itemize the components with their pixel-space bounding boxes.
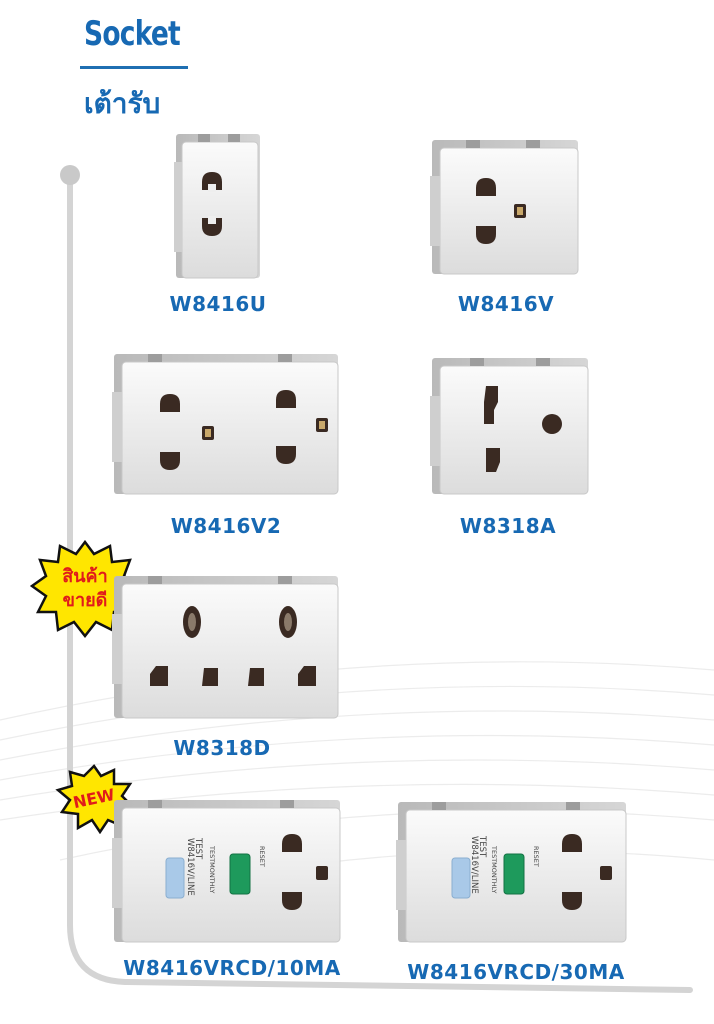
model-label-w8416u: W8416U [169,292,267,316]
model-label-w8416v2: W8416V2 [170,514,282,538]
socket-w8416vrcd-10ma-image: TEST W8416V/LINE TESTMONTHLY RESET [112,800,341,943]
new-badge: NEW [54,764,134,834]
product-w8416vrcd-10ma: TEST W8416V/LINE TESTMONTHLY RESET [112,798,342,944]
product-w8416v [430,136,580,276]
new-burst-shape [55,764,134,834]
socket-w8416u-image [174,134,260,279]
rcd2-freq-text: TESTMONTHLY [490,845,498,893]
bestseller-text-line1: สินค้า [62,566,108,587]
bestseller-text-line2: ขายดี [62,590,108,611]
product-w8416v2 [112,352,340,496]
model-label-w8318d: W8318D [173,736,271,760]
model-label-w8416v: W8416V [457,292,555,316]
socket-w8416v-image [430,140,579,275]
rcd2-line-text: W8416V/LINE [469,836,479,894]
bestseller-burst-shape [30,540,140,639]
title-divider [80,66,188,69]
rcd2-status-text: RESET [532,846,540,867]
socket-w8318a-image [430,358,589,495]
product-w8318a [430,356,590,496]
rcd1-test-text: TEST [193,837,203,860]
product-w8416u [172,132,264,280]
model-label-w8416vrcd-10ma: W8416VRCD/10MA [123,956,341,980]
rcd1-freq-text: TESTMONTHLY [208,845,216,893]
socket-w8416v2-image [112,354,339,495]
model-label-w8318a: W8318A [459,514,557,538]
rcd1-line-text: W8416V/LINE [185,838,195,896]
rcd2-test-text: TEST [477,835,487,858]
page-title-english: Socket [84,14,181,54]
rcd1-status-text: RESET [258,846,266,867]
socket-w8318d-image [112,576,339,719]
model-label-w8416vrcd-30ma: W8416VRCD/30MA [407,960,625,984]
bestseller-badge: สินค้า ขายดี [30,540,140,640]
socket-w8416vrcd-30ma-image: TEST W8416V/LINE TESTMONTHLY RESET [396,802,627,943]
timeline-dot [60,165,80,185]
page-title-thai: เต้ารับ [84,87,161,120]
product-w8318d [112,574,340,720]
product-w8416vrcd-30ma: TEST W8416V/LINE TESTMONTHLY RESET [396,800,628,944]
